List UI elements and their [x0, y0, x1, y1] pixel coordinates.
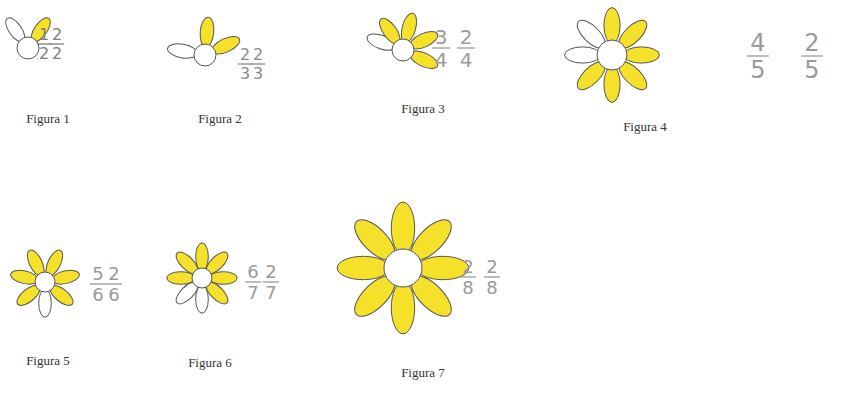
fraction-denominator: 4: [435, 50, 448, 70]
fraction-denominator: 5: [750, 58, 765, 82]
fraction-numerator: 2: [804, 31, 819, 55]
flower-center: [392, 39, 414, 61]
fraction-denominator: 2: [52, 46, 62, 62]
figure-label: Figura 7: [401, 366, 445, 379]
fraction-denominator: 8: [462, 279, 473, 297]
flower-center: [17, 37, 39, 59]
fraction-bar: [37, 43, 51, 44]
fraction-bar: [460, 276, 476, 277]
fraction-numerator: 5: [92, 265, 103, 283]
fraction-numerator: 2: [108, 265, 119, 283]
fraction-numerator: 4: [750, 31, 765, 55]
flower-petal: [391, 202, 414, 254]
fraction-numerator: 3: [435, 27, 448, 47]
fraction-numerator: 2: [462, 258, 473, 276]
fraction-denominator: 7: [247, 284, 258, 302]
figure-label: Figura 3: [401, 102, 445, 115]
fraction-denominator: 3: [253, 66, 263, 82]
flower-center: [192, 268, 212, 288]
fraction-denominator: 3: [240, 66, 250, 82]
fraction-bar: [245, 281, 261, 282]
fraction-bar: [484, 276, 500, 277]
flower-figure: [167, 243, 237, 313]
fraction-bar: [251, 63, 265, 64]
flower-figure: [337, 202, 469, 334]
flower-figure: [166, 17, 242, 66]
flower-petal: [199, 17, 215, 48]
figure-label: Figura 6: [188, 356, 232, 369]
flower-figure: [565, 8, 660, 103]
flower-center: [597, 40, 627, 70]
flower-petal: [604, 66, 620, 102]
fraction-numerator: 6: [247, 263, 258, 281]
fraction-denominator: 2: [39, 46, 49, 62]
fraction-numerator: 2: [486, 258, 497, 276]
fraction-bar: [106, 283, 122, 284]
fraction-denominator: 5: [804, 58, 819, 82]
fraction-numerator: 2: [460, 27, 473, 47]
flower-petal: [391, 282, 414, 334]
fraction-numerator: 2: [253, 47, 263, 63]
fraction-bar: [432, 47, 450, 48]
figure-label: Figura 4: [623, 120, 667, 133]
fraction-bar: [801, 55, 823, 56]
fraction-bar: [238, 63, 252, 64]
fraction-denominator: 7: [265, 284, 276, 302]
flower-center: [35, 272, 55, 292]
fraction-bar: [457, 47, 475, 48]
flower-center: [194, 44, 216, 66]
flower-figure: [365, 12, 440, 73]
flower-petal: [565, 47, 601, 63]
fraction-bar: [747, 55, 769, 56]
fraction-bar: [50, 43, 64, 44]
fraction-bar: [263, 281, 279, 282]
fraction-numerator: 2: [265, 263, 276, 281]
fraction-denominator: 6: [92, 286, 103, 304]
fraction-denominator: 8: [486, 279, 497, 297]
flower-petal: [623, 47, 659, 63]
figure-label: Figura 2: [198, 112, 242, 125]
fraction-numerator: 2: [52, 27, 62, 43]
fraction-denominator: 6: [108, 286, 119, 304]
flower-petal: [166, 42, 198, 61]
fraction-numerator: 1: [39, 27, 49, 43]
flower-center: [384, 249, 422, 287]
flower-petal: [417, 256, 469, 279]
figure-label: Figura 5: [26, 354, 70, 367]
fraction-numerator: 2: [240, 47, 250, 63]
flower-petal: [39, 289, 52, 317]
flower-petal: [604, 8, 620, 44]
fraction-denominator: 4: [460, 50, 473, 70]
fraction-bar: [90, 283, 106, 284]
figure-label: Figura 1: [26, 112, 70, 125]
flower-figure: [9, 248, 80, 318]
flower-petal: [337, 256, 389, 279]
